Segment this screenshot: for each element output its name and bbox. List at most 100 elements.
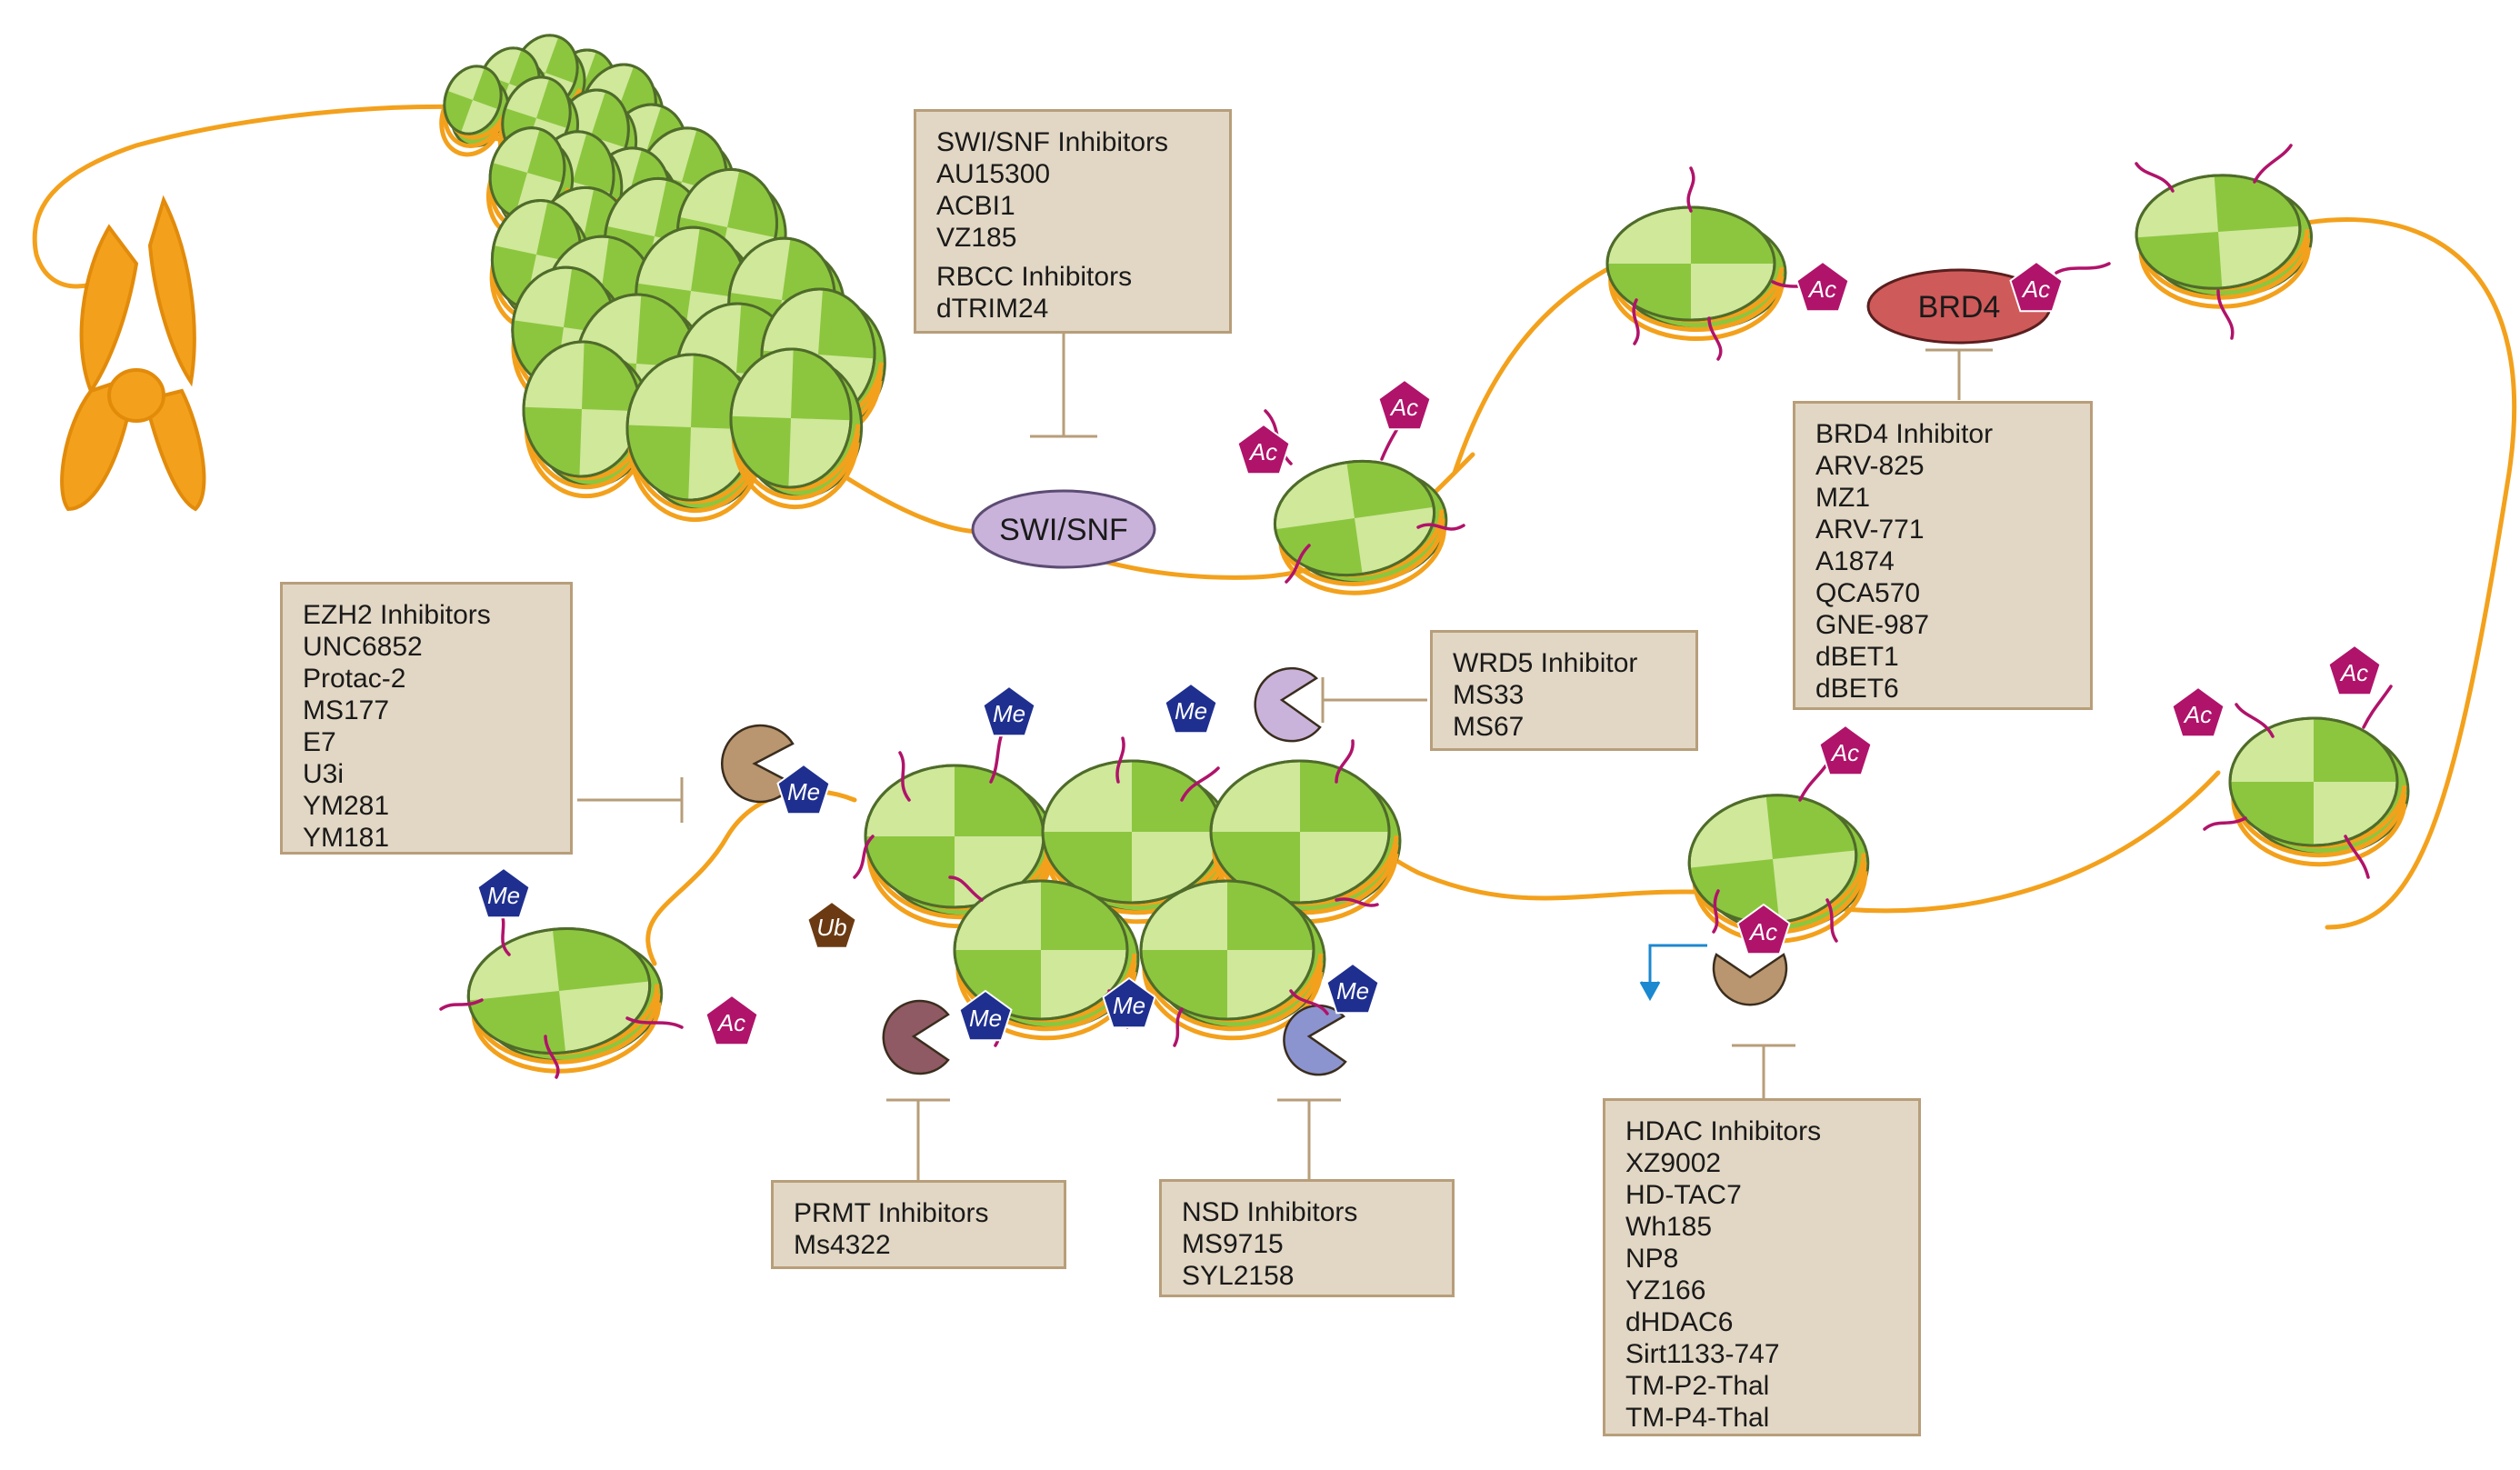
histone-tail [2253,144,2293,184]
nucleosome-acetylated [1273,459,1448,595]
histone-tail [1798,762,1829,802]
brd4-inhibitor-item: dBET1 [1815,642,1899,672]
chromatin-nucleosome [439,65,510,157]
methyl-mark-icon: Me [1102,976,1156,1029]
hdac-inhibitor-item: Wh185 [1625,1212,1713,1242]
svg-text:Ac: Ac [1389,394,1418,421]
hdac-enzyme-icon [1712,953,1788,1006]
nsd-inhibitor-title: NSD Inhibitors [1182,1197,1358,1227]
histone-tail [2216,289,2235,340]
histone-tail [898,751,911,802]
svg-text:Me: Me [1113,992,1145,1019]
histone-tail [2362,685,2393,729]
histone-tail [1686,166,1695,213]
acetyl-mark-icon: Ac [2009,260,2064,313]
histone-tail [2203,816,2247,831]
histone-tail [1712,889,1720,934]
histone-tail [1335,897,1379,907]
hdac-inhibitor-item: NP8 [1625,1244,1679,1274]
swisnf-inhibitor-item: VZ185 [936,223,1017,253]
brd4-inhibitor-item: ARV-825 [1815,451,1925,481]
brd4-inhibitor-box: BRD4 Inhibitor ARV-825 MZ1 ARV-771 A1874… [1793,401,2093,710]
dna-linker-upper [1452,216,2517,930]
acetyl-mark-icon: Ac [2171,685,2225,738]
svg-text:Me: Me [969,1005,1002,1032]
methyl-mark-icon: Me [958,989,1013,1042]
ezh2-enzyme-icon [721,724,795,804]
histone-tail [1289,989,1329,1015]
histone-tail [1115,736,1125,784]
swisnf-inhibitor-item: ACBI1 [936,191,1015,221]
svg-text:Ac: Ac [2339,659,2368,686]
ezh2-inhibitor-item: YM281 [303,791,390,821]
acetyl-mark-icon: Ac [1377,378,1432,431]
svg-text:Ac: Ac [2021,275,2050,303]
histone-tail [1632,298,1640,345]
nucleosome-right [2228,716,2410,867]
svg-text:Ac: Ac [1748,918,1777,945]
wrd5-inhibitor-title: WRD5 Inhibitor [1453,648,1638,678]
histone-tail [2235,703,2275,738]
histone-tail [1825,898,1838,943]
histone-tail [1335,739,1355,784]
svg-text:Me: Me [787,778,820,805]
brd4-inhibitor-item: A1874 [1815,546,1895,576]
prmt-inhibitor-item: Ms4322 [794,1230,891,1260]
enzyme-icons [721,666,1788,1076]
wrd5-inhibitor-item: MS67 [1453,712,1525,742]
nucleosome-lower-left [466,927,664,1074]
nucleosome-array [1041,759,1234,925]
inhibition-connectors [577,332,1993,1182]
hdac-inhibitor-item: XZ9002 [1625,1148,1722,1178]
acetyl-mark-icon: Ac [1818,724,1873,776]
histone-tail [2344,835,2370,879]
brd4-inhibitor-title: BRD4 Inhibitor [1815,419,1994,449]
ezh2-inhibitor-item: U3i [303,759,345,789]
methyl-mark-icon: Me [982,685,1036,737]
histone-tail [1173,1007,1184,1047]
histone-tail [853,835,875,879]
wrd5-inhibitor-item: MS33 [1453,680,1525,710]
chromatin-fiber [439,34,886,523]
hdac-inhibitor-item: YZ166 [1625,1275,1706,1305]
histone-tail [2055,262,2111,275]
acetyl-mark-icon: Ac [1236,423,1291,475]
ezh2-inhibitor-item: MS177 [303,695,390,725]
arrow-icon [1639,944,1707,1002]
acetyl-mark-icon: Ac [2327,644,2382,696]
acetyl-mark-icon: Ac [1795,260,1850,313]
histone-tail [544,1035,560,1079]
hdac-inhibitor-title: HDAC Inhibitors [1625,1116,1822,1146]
wrd5-inhibitor-box: WRD5 Inhibitor MS33 MS67 [1430,630,1698,751]
methyl-mark-icon: Me [1325,962,1380,1015]
svg-text:Ac: Ac [1830,739,1859,766]
svg-text:Ac: Ac [2183,701,2212,728]
ezh2-inhibitor-item: Protac-2 [303,664,406,694]
swisnf-label: SWI/SNF [999,513,1128,547]
methyl-mark-icon: Me [1164,682,1218,735]
wrd5-enzyme-icon [1254,666,1322,743]
swisnf-inhibitor-item: AU15300 [936,159,1051,189]
prmt-inhibitor-title: PRMT Inhibitors [794,1198,989,1228]
methyl-mark-icon: Me [776,763,831,815]
histone-tail [1707,316,1723,361]
brd4-label: BRD4 [1918,290,2001,325]
dna-chromatin-tail [32,104,512,289]
brd4-inhibitor-item: QCA570 [1815,578,1921,608]
nsd-enzyme-icon [1283,1004,1347,1076]
svg-text:Ac: Ac [1248,438,1277,465]
brd4-inhibitor-item: dBET6 [1815,674,1899,704]
brd4-inhibitor-item: ARV-771 [1815,515,1925,545]
methyl-mark-icon: Me [476,866,531,919]
svg-text:Me: Me [487,882,520,909]
prmt-inhibitor-box: PRMT Inhibitors Ms4322 [771,1180,1066,1269]
hdac-inhibitor-item: TM-P2-Thal [1625,1371,1770,1401]
nucleosome-array [1209,759,1402,925]
svg-text:Me: Me [993,700,1025,727]
svg-text:Ub: Ub [816,914,846,941]
histone-tail [1416,523,1465,531]
ezh2-inhibitor-box: EZH2 Inhibitors UNC6852 Protac-2 MS177 E… [280,582,573,855]
